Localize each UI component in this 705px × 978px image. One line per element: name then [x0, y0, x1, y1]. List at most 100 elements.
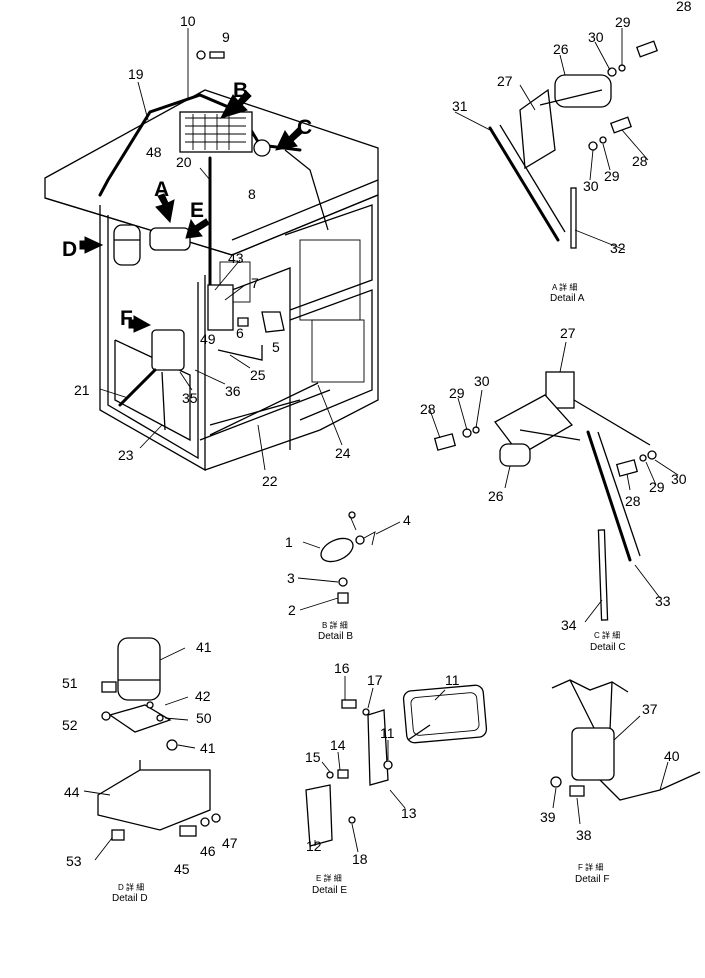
callout-26c: 26: [488, 488, 504, 504]
wiper-motor-26a: [554, 74, 612, 108]
callout-22: 22: [262, 473, 278, 489]
callout-27a: 27: [497, 73, 513, 89]
callout-48: 48: [146, 144, 162, 160]
caption-b-jp: B 詳 細: [322, 620, 348, 630]
caption-c-en: Detail C: [590, 642, 626, 653]
callout-29a-1: 29: [615, 14, 631, 30]
washer-tank-37: [571, 727, 615, 781]
view-letter-b: B: [233, 79, 248, 102]
detail-d: [83, 637, 221, 861]
callout-15: 15: [305, 749, 321, 765]
arrow-e-icon: [185, 218, 210, 239]
callout-20: 20: [176, 154, 192, 170]
callout-11-bolt: 11: [380, 725, 395, 741]
caption-f-jp: F 詳 細: [578, 862, 603, 872]
callout-34: 34: [561, 617, 577, 633]
callout-21: 21: [74, 382, 90, 398]
rotating-lamp-41: [117, 637, 161, 701]
cab-assembly: [44, 89, 379, 472]
switch-1: [320, 537, 354, 563]
view-letter-c: C: [297, 116, 312, 139]
callout-17: 17: [367, 672, 383, 688]
callout-11-mirror: 11: [445, 672, 460, 688]
callout-42: 42: [195, 688, 211, 704]
arrow-b-icon: [220, 90, 252, 119]
callout-9: 9: [222, 29, 230, 45]
callout-24: 24: [335, 445, 351, 461]
main-leaders: [99, 28, 343, 471]
rotating-lamp: [113, 224, 141, 266]
callout-33: 33: [655, 593, 671, 609]
callout-30a-1: 30: [588, 29, 604, 45]
callout-37: 37: [642, 701, 658, 717]
callout-32: 32: [610, 240, 626, 256]
callout-51: 51: [62, 675, 78, 691]
callout-43: 43: [228, 250, 244, 266]
wiper-motor-a: [149, 227, 191, 251]
callout-5: 5: [272, 339, 280, 355]
cab-window-upper: [299, 239, 361, 321]
detail-f: [550, 679, 701, 825]
callout-28a-1: 28: [676, 0, 692, 14]
view-letter-d: D: [62, 238, 77, 261]
callout-29c-1: 29: [449, 385, 465, 401]
callout-40: 40: [664, 748, 680, 764]
detail-c: [429, 341, 679, 623]
arrow-d-icon: [79, 236, 104, 254]
callout-27c: 27: [560, 325, 576, 341]
caption-d-jp: D 詳 細: [118, 882, 144, 892]
callout-6: 6: [236, 325, 244, 341]
callout-52: 52: [62, 717, 78, 733]
callout-10: 10: [180, 13, 196, 29]
caption-c-jp: C 詳 細: [594, 630, 620, 640]
view-letter-f: F: [120, 307, 133, 330]
caption-b-en: Detail B: [318, 631, 353, 642]
callout-26a: 26: [553, 41, 569, 57]
view-arrows: [79, 90, 303, 333]
callout-14: 14: [330, 737, 346, 753]
arrow-a-icon: [155, 193, 175, 224]
callout-50: 50: [196, 710, 212, 726]
callout-4: 4: [403, 512, 411, 528]
view-letters: A B C D E F: [62, 79, 312, 330]
callout-31: 31: [452, 98, 468, 114]
callout-numbers: 10 9 19 48 20 8 43 7 6 5 49 25 36 35 21 …: [62, 0, 692, 877]
caption-d-en: Detail D: [112, 893, 148, 904]
detail-captions: A 詳 細 Detail A B 詳 細 Detail B C 詳 細 Deta…: [112, 282, 626, 904]
callout-13: 13: [401, 805, 417, 821]
callout-38: 38: [576, 827, 592, 843]
caption-a-en: Detail A: [550, 293, 585, 304]
callout-30c-2: 30: [671, 471, 687, 487]
detail-a: [454, 28, 659, 251]
caption-a-jp: A 詳 細: [552, 282, 577, 292]
callout-12: 12: [306, 838, 322, 854]
view-letter-e: E: [190, 199, 204, 222]
callout-46: 46: [200, 843, 216, 859]
caption-e-jp: E 詳 細: [316, 873, 342, 883]
callout-8: 8: [248, 186, 256, 202]
callout-23: 23: [118, 447, 134, 463]
callout-3: 3: [287, 570, 295, 586]
callout-7: 7: [251, 275, 259, 291]
callout-2: 2: [288, 602, 296, 618]
top-bolts: [196, 50, 225, 60]
callout-28c-2: 28: [625, 493, 641, 509]
callout-30a-2: 30: [583, 178, 599, 194]
callout-19: 19: [128, 66, 144, 82]
callout-41-top: 41: [196, 639, 212, 655]
detail-b: [297, 511, 401, 611]
callout-29c-2: 29: [649, 479, 665, 495]
callout-28c-1: 28: [420, 401, 436, 417]
callout-25: 25: [250, 367, 266, 383]
callout-47: 47: [222, 835, 238, 851]
caption-e-en: Detail E: [312, 885, 347, 896]
switch-panel: [179, 111, 253, 153]
callout-39: 39: [540, 809, 556, 825]
callout-29a-2: 29: [604, 168, 620, 184]
arrow-f-icon: [128, 315, 152, 333]
callout-41-bottom: 41: [200, 740, 216, 756]
callout-35: 35: [182, 390, 198, 406]
arrow-c-icon: [275, 127, 303, 151]
callout-30c-1: 30: [474, 373, 490, 389]
washer-tank: [151, 329, 185, 371]
